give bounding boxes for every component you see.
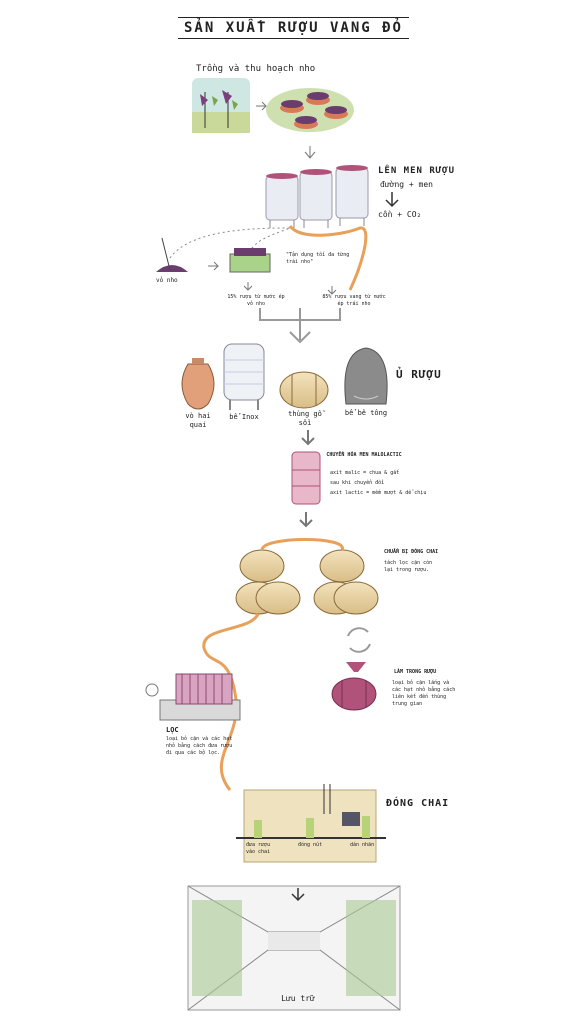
- bottling-step-fill: đưa rượu vào chai: [246, 842, 271, 855]
- malolactic-line2: sau khi chuyển đổi: [330, 480, 385, 486]
- pomace-pile: [156, 237, 188, 272]
- vessel-label-concrete: bể bê tông: [344, 409, 388, 417]
- prep-heading: CHUẨN BỊ ĐÓNG CHAI: [384, 549, 439, 555]
- pomace-label: vỏ nho: [156, 277, 178, 284]
- merge-arrow-icon: [259, 308, 341, 344]
- aging-heading: Ủ RƯỢU: [396, 368, 442, 381]
- vessel-label-inox: bể Inox: [229, 413, 259, 421]
- arrow-down-icon: [385, 192, 399, 208]
- oak-barrel: [279, 371, 329, 409]
- cellar-illustration: [187, 885, 401, 1011]
- harvest-baskets: [266, 88, 354, 132]
- bottling-step-cork: đóng nút: [298, 842, 323, 848]
- grape-press: [229, 248, 271, 273]
- malolactic-line1: axit malic = chua & gắt: [330, 470, 400, 476]
- prep-text: tách lọc cặn còn lại trong rượu.: [384, 560, 433, 573]
- pomace-right-note: 85% rượu vang từ nước ép trái nho: [322, 294, 386, 307]
- arrow-down-icon: [301, 430, 315, 446]
- arrow-down-icon: [304, 146, 316, 159]
- wine-pipe: [288, 224, 368, 291]
- filter-machine: [145, 673, 241, 721]
- arrow-icon: [256, 101, 268, 111]
- page-title: SẢN XUẤT RƯỢU VANG ĐỎ: [0, 17, 587, 39]
- fining-text: loại bỏ cặn lắng và các hạt nhỏ bằng các…: [392, 680, 456, 707]
- concrete-egg-tank: [344, 347, 388, 405]
- barrel-stack-left: [235, 549, 301, 615]
- vineyard-illustration: [192, 78, 250, 133]
- malolactic-tank: [291, 451, 321, 505]
- harvest-label: Trồng và thu hoạch nho: [196, 64, 316, 74]
- arrow-icon: [208, 261, 220, 271]
- fermentation-heading: LÊN MEN RƯỢU: [378, 166, 456, 176]
- stainless-tank: [223, 343, 265, 410]
- fermentation-line2: cồn + CO₂: [378, 210, 422, 219]
- bottling-heading: ĐÓNG CHAI: [386, 798, 450, 809]
- barrel-stack-right: [313, 549, 379, 615]
- arrow-down-icon: [291, 888, 305, 902]
- pomace-left-note: 15% rượu từ nước ép vỏ nho: [227, 294, 285, 307]
- storage-label: Lưu trữ: [281, 994, 315, 1003]
- filter-text: loại bỏ cặn và các hạt nhỏ bằng cách đưa…: [166, 736, 233, 756]
- fining-heading: LÀM TRONG RƯỢU: [394, 669, 437, 675]
- wine-pipe: [202, 613, 260, 791]
- vessel-label-amphora: vò hai quai: [185, 412, 211, 429]
- malolactic-heading: CHUYỂN HÓA MEN MALOLACTIC: [326, 452, 402, 458]
- fining-barrel: [331, 662, 377, 711]
- vessel-label-oak: thùng gỗ sồi: [288, 410, 322, 427]
- amphora: [181, 358, 215, 410]
- bottling-step-label: dán nhãn: [350, 842, 375, 848]
- bottling-machine: [236, 784, 386, 863]
- pomace-note: "Tận dụng tối đa từng trái nho": [286, 252, 350, 265]
- fermentation-line1: đường + men: [380, 180, 433, 189]
- fermentation-tanks: [265, 165, 369, 228]
- arrow-down-icon: [299, 512, 313, 528]
- recycle-icon: [347, 627, 371, 653]
- malolactic-line3: axit lactic = mềm mượt & dễ chịu: [330, 490, 427, 496]
- filter-heading: LỌC: [166, 726, 179, 734]
